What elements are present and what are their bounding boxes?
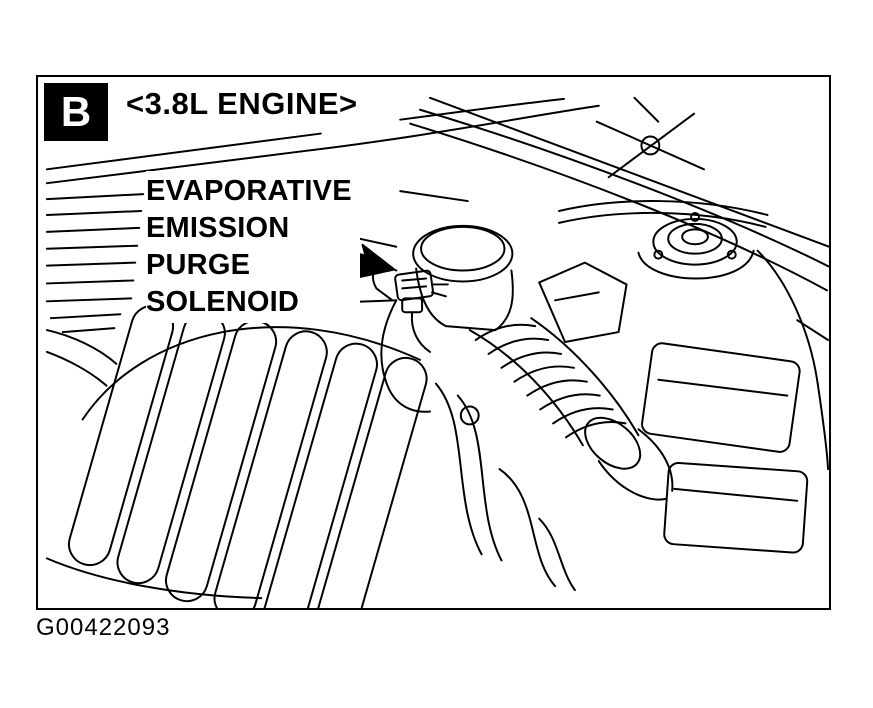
panel-label-text: B xyxy=(60,88,92,135)
air-duct xyxy=(468,317,674,501)
callout-line: PURGE xyxy=(146,249,251,281)
figure-title: <3.8L ENGINE> xyxy=(126,84,364,124)
hoses-cables xyxy=(434,382,576,592)
callout-line: EVAPORATIVE xyxy=(146,175,352,207)
right-component-boxes xyxy=(641,319,829,554)
strut-tower xyxy=(558,200,769,280)
engine-block-lines xyxy=(538,261,628,343)
callout-label: EVAPORATIVE EMISSION PURGE SOLENOID xyxy=(146,171,360,323)
panel-label-badge: B xyxy=(44,83,108,141)
diagram-frame: B <3.8L ENGINE> EVAPORATIVE EMISSION PUR… xyxy=(36,75,831,610)
figure-id: G00422093 xyxy=(36,614,171,641)
left-body-lines xyxy=(45,193,145,387)
air-cleaner xyxy=(412,224,514,332)
intake-manifold xyxy=(45,304,428,608)
callout-line: EMISSION xyxy=(146,212,290,244)
purge-solenoid-part xyxy=(371,261,449,413)
engine-bay-line-art xyxy=(45,96,829,608)
callout-line: SOLENOID xyxy=(146,286,300,318)
